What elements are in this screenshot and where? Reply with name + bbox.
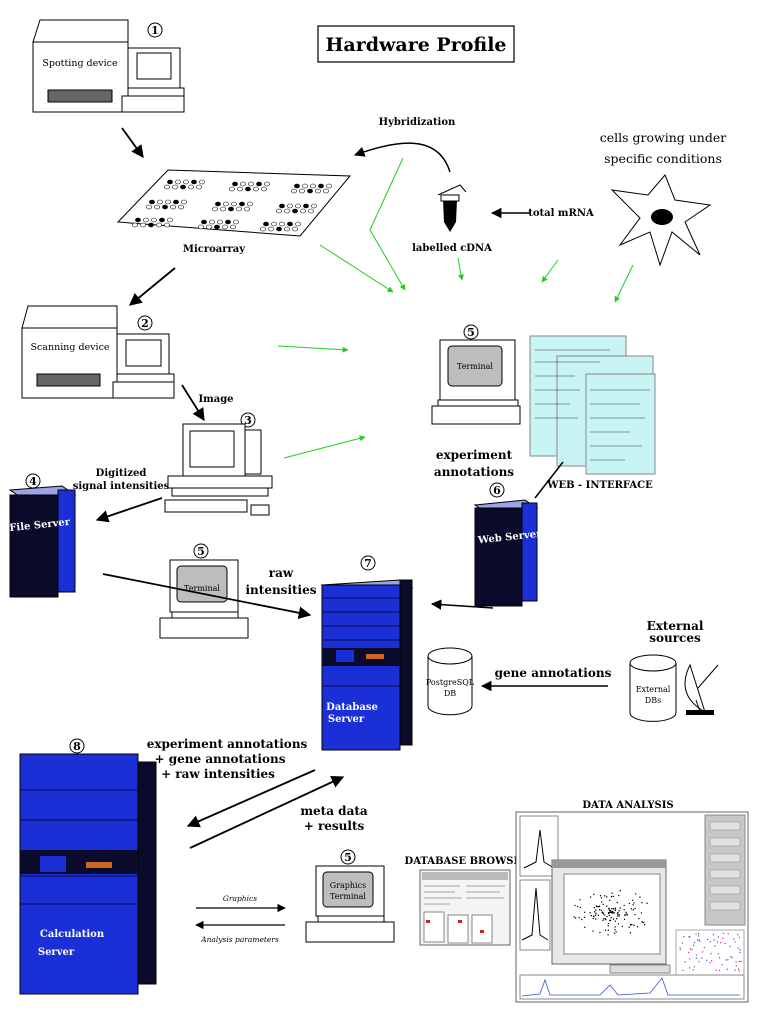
svg-text:3: 3 bbox=[244, 414, 252, 427]
hybridization-arrow bbox=[354, 142, 451, 173]
raw-intensities-line2: intensities bbox=[246, 583, 317, 597]
step-number-5-graphics-terminal: 5 bbox=[340, 849, 356, 865]
green-flow-arrows bbox=[277, 157, 634, 459]
external-dbs: External DBs bbox=[629, 654, 677, 722]
calculation-server-label-line1: Calculation bbox=[40, 929, 105, 940]
exp-gene-raw-line2: + gene annotations bbox=[155, 752, 286, 766]
digitized-label-line1: Digitized bbox=[96, 468, 147, 479]
postgresql-label-line2: DB bbox=[444, 689, 456, 698]
digitized-label-line2: signal intensities bbox=[73, 481, 170, 492]
data-analysis-screenshot bbox=[515, 811, 749, 1003]
external-dbs-label-line2: DBs bbox=[645, 696, 661, 705]
step-number-6: 6 bbox=[489, 482, 505, 498]
raw-intensities-line1: raw bbox=[269, 566, 294, 580]
database-server-label-line1: Database bbox=[326, 702, 378, 713]
hybridization-label: Hybridization bbox=[379, 117, 456, 128]
external-dbs-label-line1: External bbox=[636, 685, 671, 694]
gene-annotations-label: gene annotations bbox=[495, 666, 612, 680]
scatter-points bbox=[573, 889, 648, 936]
arrow-webserver-to-database bbox=[430, 599, 494, 610]
external-sources-line1: External bbox=[647, 619, 704, 633]
file-server: File Server bbox=[8, 485, 77, 598]
cell-illustration bbox=[610, 174, 712, 267]
step-number-5-web-terminal: 5 bbox=[463, 324, 479, 340]
exp-gene-raw-line3: + raw intensities bbox=[161, 767, 275, 781]
arrow-calc-to-database bbox=[189, 776, 345, 849]
web-terminal: Terminal bbox=[431, 339, 521, 425]
postgresql-label-line1: PostgreSQL bbox=[426, 678, 475, 687]
svg-text:5: 5 bbox=[197, 545, 205, 558]
arrow-database-to-calc bbox=[186, 769, 316, 828]
postgresql-db: PostgreSQL DB bbox=[426, 647, 475, 716]
step-number-5-terminal: 5 bbox=[193, 543, 209, 559]
terminal: Terminal bbox=[159, 559, 249, 639]
graphics-label: Graphics bbox=[223, 894, 257, 903]
scanning-device: Scanning device bbox=[21, 305, 175, 399]
labelled-cdna-label: labelled cDNA bbox=[412, 243, 492, 254]
total-mrna-label: total mRNA bbox=[528, 208, 594, 219]
step-number-4: 4 bbox=[25, 473, 41, 489]
calculation-server-label-line2: Server bbox=[38, 947, 75, 958]
external-sources-line2: sources bbox=[649, 631, 701, 645]
svg-text:4: 4 bbox=[29, 475, 37, 488]
step-number-2: 2 bbox=[137, 315, 153, 331]
satellite-dish-icon bbox=[684, 663, 719, 715]
experiment-annotations-line1: experiment bbox=[436, 448, 513, 462]
svg-text:1: 1 bbox=[151, 24, 159, 37]
database-browser-screenshot bbox=[419, 869, 511, 946]
meta-data-line1: meta data bbox=[300, 804, 368, 818]
meta-data-line2: + results bbox=[304, 819, 365, 833]
arrow-computer-to-fileserver bbox=[95, 497, 163, 523]
web-server: Web Server bbox=[473, 499, 543, 607]
step-number-7: 7 bbox=[360, 555, 376, 571]
cells-label-line1: cells growing under bbox=[600, 130, 727, 145]
graphics-terminal-label-line1: Graphics bbox=[330, 881, 366, 890]
microarray-slide: Microarray bbox=[116, 169, 352, 255]
arrow-spotting-to-microarray bbox=[121, 127, 144, 159]
title-box: Hardware Profile bbox=[317, 25, 515, 63]
microarray-spots bbox=[132, 179, 332, 232]
arrow-scanner-to-computer bbox=[181, 384, 205, 422]
spotting-device-label: Spotting device bbox=[42, 58, 118, 69]
database-server-label-line2: Server bbox=[328, 714, 365, 725]
step-number-1: 1 bbox=[147, 22, 163, 38]
web-interface-screens bbox=[529, 335, 656, 475]
data-analysis-label: DATA ANALYSIS bbox=[582, 800, 673, 811]
database-browser-label: DATABASE BROWSER bbox=[405, 856, 531, 867]
svg-text:5: 5 bbox=[467, 326, 475, 339]
web-terminal-label: Terminal bbox=[457, 362, 493, 371]
cells-label-line2: specific conditions bbox=[604, 151, 722, 166]
svg-text:5: 5 bbox=[344, 851, 352, 864]
labelled-cdna-tube: labelled cDNA bbox=[412, 184, 492, 254]
microarray-label: Microarray bbox=[183, 244, 246, 255]
heatmap-points bbox=[679, 932, 742, 972]
workstation-computer bbox=[164, 423, 273, 516]
image-label: Image bbox=[198, 394, 233, 405]
svg-text:7: 7 bbox=[364, 557, 372, 570]
terminal-label: Terminal bbox=[184, 584, 220, 593]
svg-text:2: 2 bbox=[141, 317, 149, 330]
step-number-8: 8 bbox=[69, 738, 85, 754]
graphics-terminal: Graphics Terminal bbox=[305, 865, 395, 943]
analysis-parameters-label: Analysis parameters bbox=[200, 935, 279, 944]
scanning-device-label: Scanning device bbox=[30, 342, 109, 353]
arrow-fileserver-to-database bbox=[102, 573, 312, 619]
page-title: Hardware Profile bbox=[325, 34, 506, 56]
arrow-microarray-to-scanner bbox=[129, 267, 176, 306]
graphics-terminal-label-line2: Terminal bbox=[330, 892, 366, 901]
spotting-device: Spotting device bbox=[32, 19, 185, 113]
svg-text:8: 8 bbox=[73, 740, 81, 753]
web-interface-connector bbox=[534, 461, 564, 499]
database-server: Database Server bbox=[320, 579, 414, 751]
web-interface-label: WEB - INTERFACE bbox=[546, 480, 653, 491]
svg-text:6: 6 bbox=[493, 484, 501, 497]
calculation-server: Calculation Server bbox=[19, 753, 157, 995]
experiment-annotations-line2: annotations bbox=[434, 465, 514, 479]
exp-gene-raw-line1: experiment annotations bbox=[147, 737, 308, 751]
